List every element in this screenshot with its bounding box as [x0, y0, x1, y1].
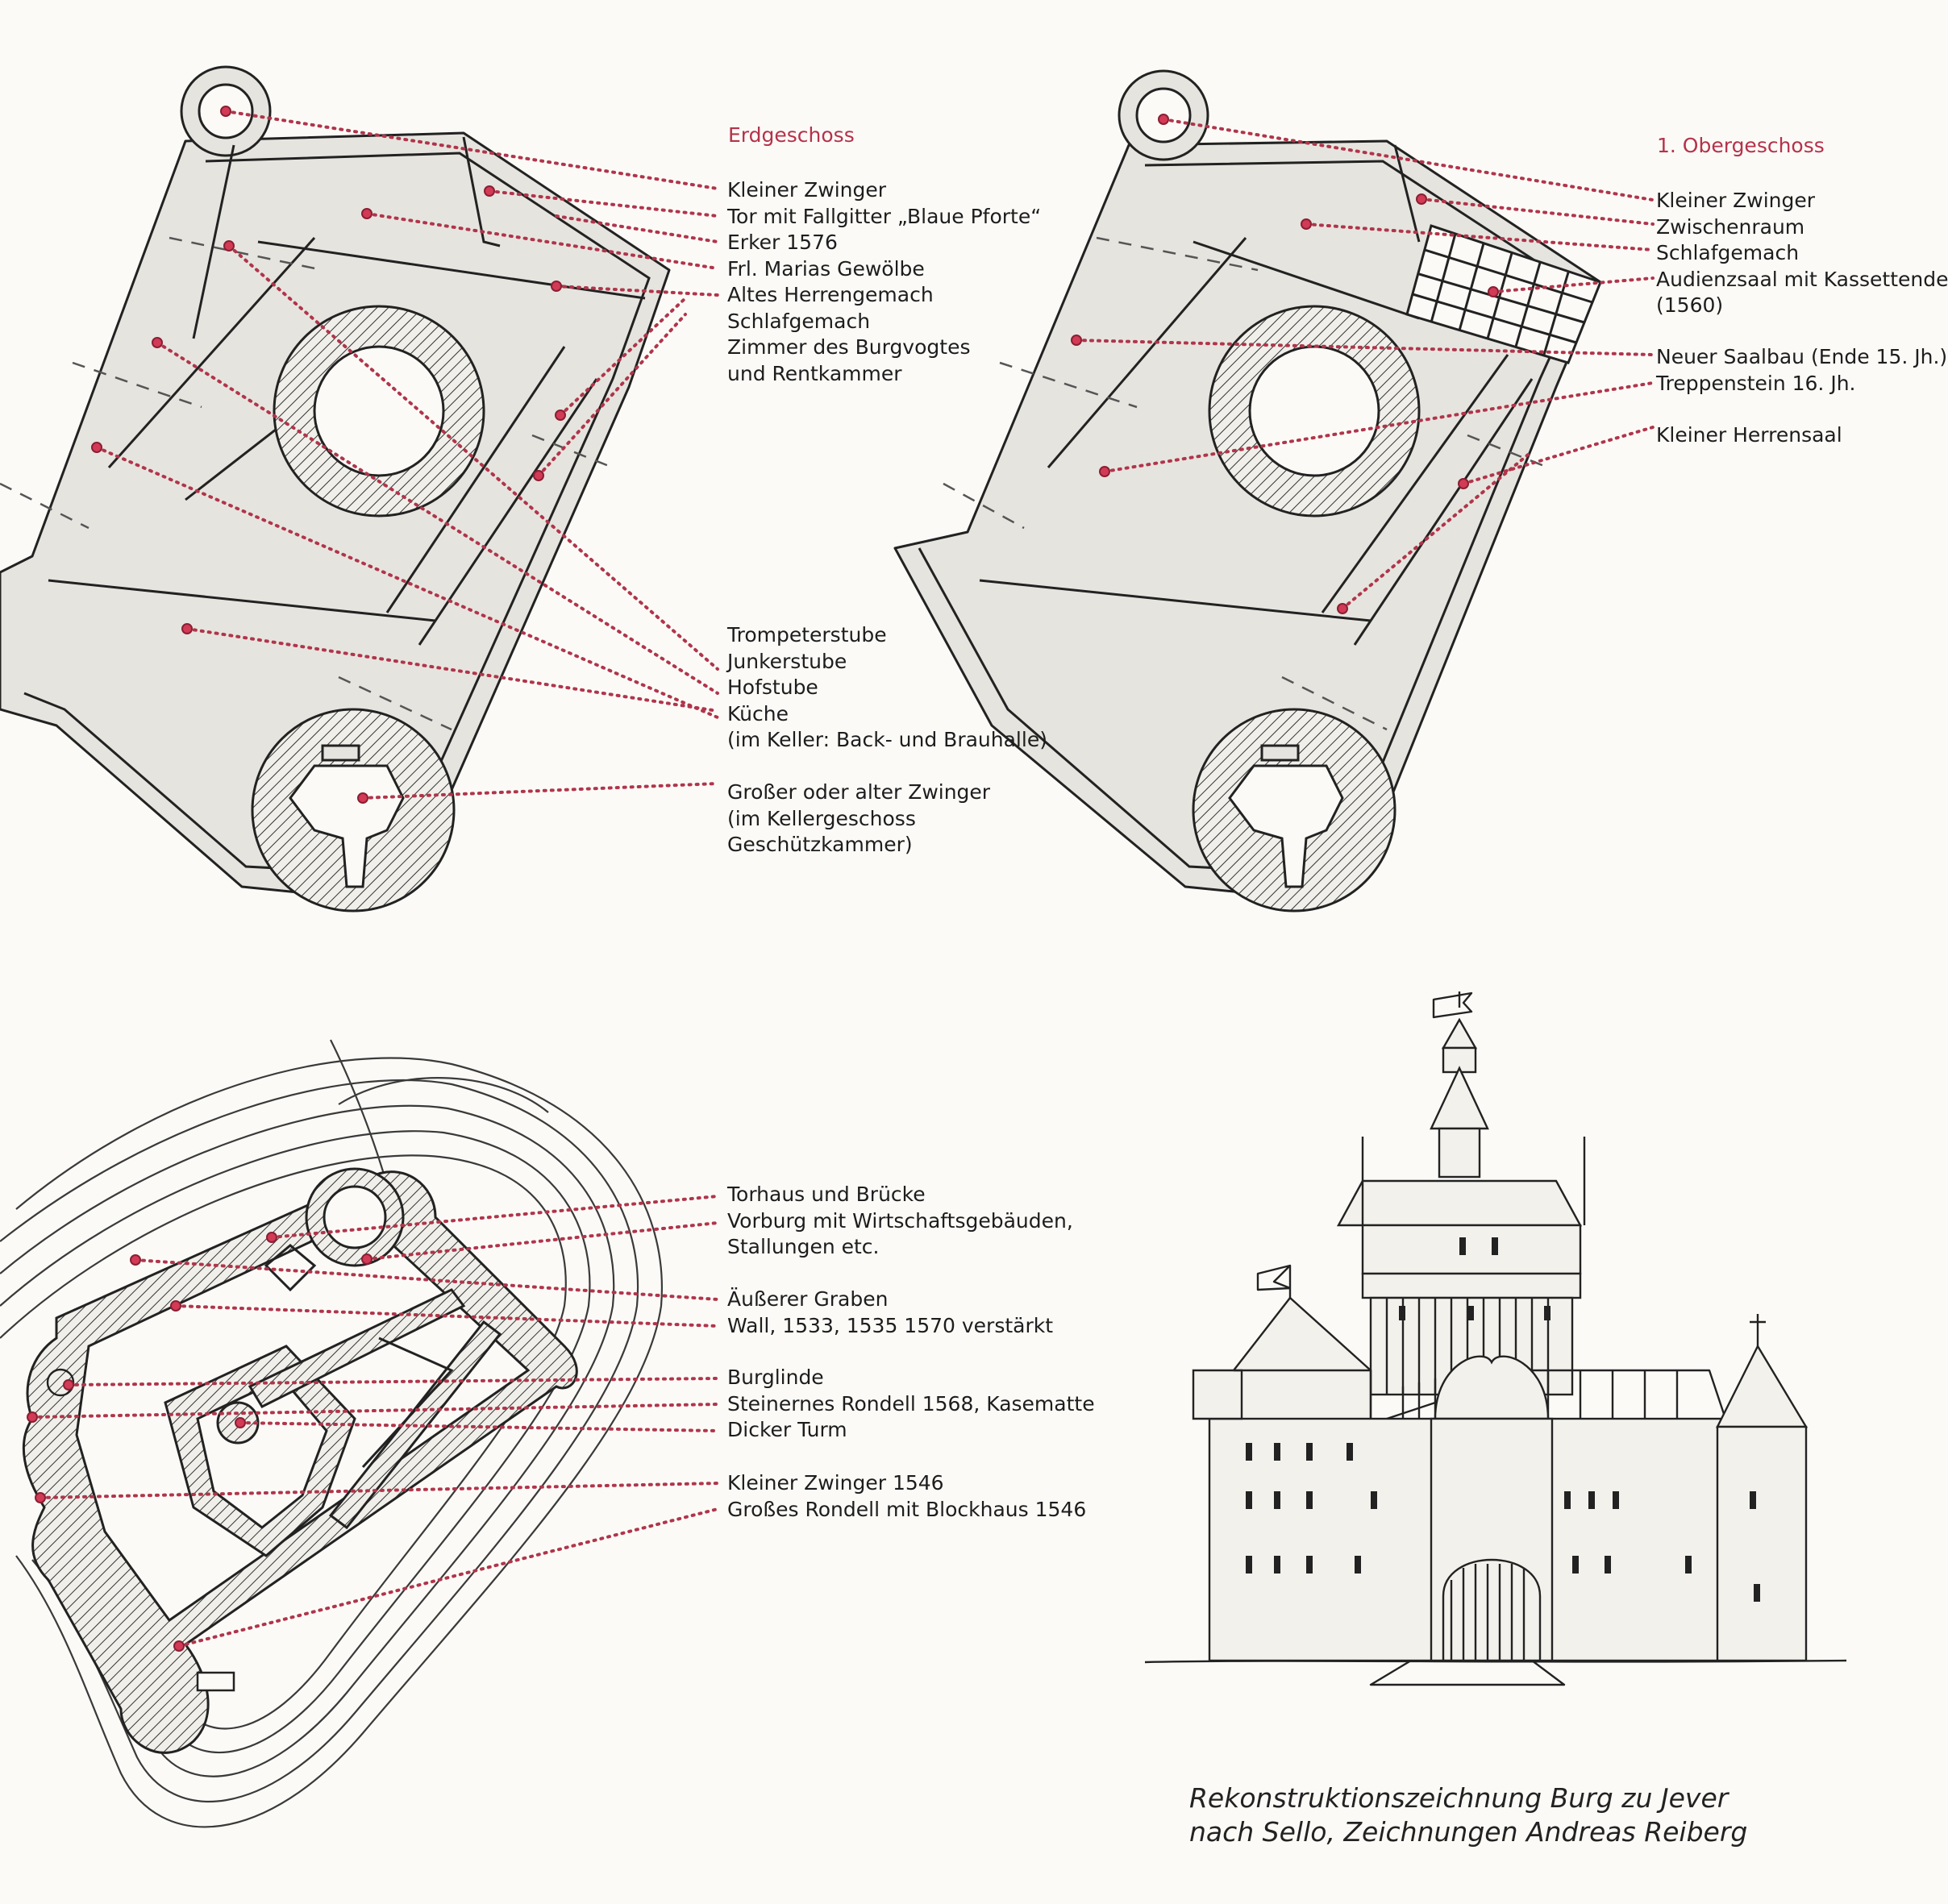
- label-treppenstein: Treppenstein 16. Jh.: [1656, 371, 1856, 395]
- label-schlafgemach: Schlafgemach: [727, 309, 871, 333]
- upper-floor-labels-bottom: Kleiner Herrensaal: [1656, 422, 1842, 449]
- upper-floor-plan: [893, 69, 1602, 913]
- label-og-schlafgemach: Schlafgemach: [1656, 241, 1800, 264]
- label-kleiner-herrensaal: Kleiner Herrensaal: [1656, 423, 1842, 447]
- ground-floor-labels-bottom: Großer oder alter Zwinger (im Kellergesc…: [727, 779, 990, 858]
- label-audienzsaal: Audienzsaal mit Kassettendecke: [1656, 267, 1948, 291]
- label-zimmer-burgvogtes: Zimmer des Burgvogtes: [727, 335, 971, 359]
- castle-elevation-sketch: [1144, 991, 1847, 1686]
- site-plan: [0, 1039, 663, 1828]
- label-stallungen: Stallungen etc.: [727, 1235, 880, 1258]
- label-steinernes-rondell: Steinernes Rondell 1568, Kasematte: [727, 1391, 1095, 1416]
- label-torhaus-bruecke: Torhaus und Brücke: [727, 1183, 926, 1206]
- label-frl-marias-gewoelbe: Frl. Marias Gewölbe: [727, 256, 925, 281]
- label-wall: Wall, 1533, 1535 1570 verstärkt: [727, 1313, 1054, 1337]
- ground-floor-labels-middle: Trompeterstube Junkerstube Hofstube Küch…: [727, 622, 1047, 754]
- label-vorburg: Vorburg mit Wirtschaftsgebäuden,: [727, 1208, 1073, 1233]
- label-trompeterstube: Trompeterstube: [727, 623, 887, 646]
- facade-windows: [1246, 1237, 1760, 1602]
- location-markers: [27, 106, 1499, 1652]
- label-tor-fallgitter: Tor mit Fallgitter „Blaue Pforte“: [727, 204, 1042, 228]
- ground-floor-labels-top: Kleiner Zwinger Tor mit Fallgitter „Blau…: [727, 177, 1041, 387]
- label-grosses-rondell: Großes Rondell mit Blockhaus 1546: [727, 1497, 1087, 1521]
- site-plan-labels-2: Äußerer Graben Wall, 1533, 1535 1570 ver…: [727, 1287, 1053, 1339]
- caption-line-1: Rekonstruktionszeichnung Burg zu Jever: [1189, 1782, 1729, 1814]
- label-audienzsaal-year: (1560): [1656, 293, 1724, 317]
- label-zwischenraum: Zwischenraum: [1656, 214, 1805, 239]
- label-hofstube: Hofstube: [727, 676, 818, 699]
- upper-floor-heading: 1. Obergeschoss: [1657, 134, 1825, 157]
- label-junkerstube: Junkerstube: [727, 649, 847, 673]
- label-og-kleiner-zwinger: Kleiner Zwinger: [1656, 189, 1816, 212]
- caption-line-2: nach Sello, Zeichnungen Andreas Reiberg: [1189, 1816, 1748, 1848]
- label-kleiner-zwinger-1546: Kleiner Zwinger 1546: [727, 1471, 944, 1495]
- ground-floor-plan: [0, 65, 671, 913]
- ground-floor-heading: Erdgeschoss: [728, 123, 855, 147]
- label-dicker-turm: Dicker Turm: [727, 1418, 847, 1441]
- label-kleiner-zwinger: Kleiner Zwinger: [727, 178, 887, 202]
- label-burglinde: Burglinde: [727, 1366, 824, 1389]
- site-plan-labels-1: Torhaus und Brücke Vorburg mit Wirtschaf…: [727, 1182, 1073, 1261]
- label-altes-herrengemach: Altes Herrengemach: [727, 283, 934, 306]
- label-kueche: Küche: [727, 701, 789, 725]
- label-keller-back-brauhalle: (im Keller: Back- und Brauhalle): [727, 728, 1047, 751]
- leader-lines: [31, 110, 1655, 1648]
- label-kellergeschoss: (im Kellergeschoss: [727, 806, 916, 830]
- coffered-ceiling-grid: [1405, 224, 1602, 364]
- site-plan-labels-3: Burglinde Steinernes Rondell 1568, Kasem…: [727, 1365, 1095, 1444]
- label-geschuetzkammer: Geschützkammer): [727, 833, 913, 856]
- label-erker: Erker 1576: [727, 231, 838, 254]
- label-rentkammer: und Rentkammer: [727, 361, 902, 385]
- upper-floor-labels-middle: Neuer Saalbau (Ende 15. Jh.) Treppenstei…: [1656, 344, 1947, 397]
- label-neuer-saalbau: Neuer Saalbau (Ende 15. Jh.): [1656, 345, 1948, 368]
- upper-floor-labels-top: Kleiner Zwinger Zwischenraum Schlafgemac…: [1656, 188, 1948, 319]
- label-grosser-zwinger: Großer oder alter Zwinger: [727, 780, 991, 804]
- label-aeusserer-graben: Äußerer Graben: [727, 1287, 889, 1311]
- site-plan-labels-4: Kleiner Zwinger 1546 Großes Rondell mit …: [727, 1470, 1086, 1523]
- figure-caption: Rekonstruktionszeichnung Burg zu Jever n…: [1189, 1781, 1747, 1849]
